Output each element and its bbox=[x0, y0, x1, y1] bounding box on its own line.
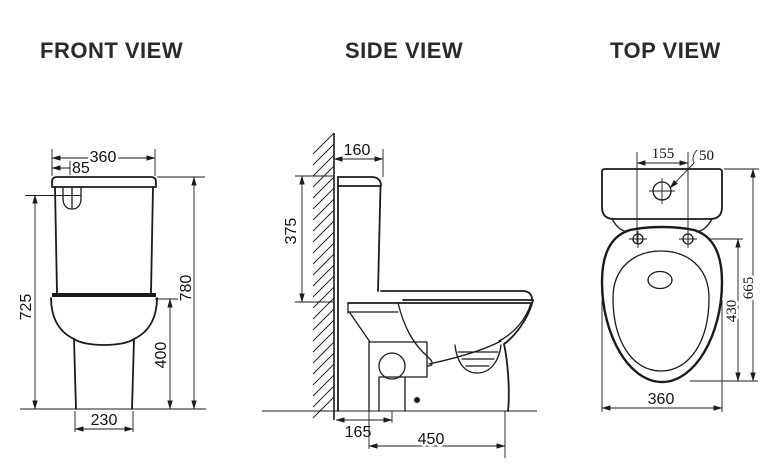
dim-side-base-depth: 450 bbox=[418, 431, 445, 448]
front-tank-body bbox=[54, 186, 154, 294]
dim-front-bowl-height: 400 bbox=[153, 342, 170, 369]
side-wall bbox=[312, 132, 335, 420]
side-trap-water bbox=[454, 344, 502, 374]
front-view-drawing: 360 85 725 780 400 230 bbox=[18, 147, 206, 432]
top-flush-button-crosshair bbox=[649, 178, 675, 204]
top-dimension-lines bbox=[601, 149, 759, 412]
dim-side-outlet-setout: 165 bbox=[345, 424, 372, 441]
top-button-leader-line bbox=[669, 149, 698, 189]
dim-front-height-725: 725 bbox=[18, 294, 35, 321]
dim-top-seat-length: 430 bbox=[724, 300, 740, 323]
top-view-title: TOP VIEW bbox=[610, 38, 721, 63]
side-outlet-pipe-circle bbox=[378, 352, 406, 380]
top-tank bbox=[601, 168, 723, 220]
side-ext-lines bbox=[295, 149, 506, 458]
top-seat-inner bbox=[612, 250, 710, 372]
side-view-drawing: 160 375 165 450 bbox=[262, 132, 537, 458]
dim-side-tank-depth: 160 bbox=[344, 142, 371, 159]
side-bowl-back-detail bbox=[347, 302, 399, 343]
side-tank bbox=[337, 176, 382, 292]
front-dimension-lines bbox=[20, 149, 206, 432]
side-bowl-front-inner bbox=[498, 302, 532, 342]
side-bolt-dot bbox=[414, 397, 420, 403]
side-dimension-lines bbox=[262, 149, 537, 458]
dim-top-button-diameter: 50 bbox=[699, 148, 714, 164]
front-flush-button bbox=[62, 187, 82, 210]
front-pedestal bbox=[73, 338, 135, 410]
front-toilet-outline bbox=[50, 176, 158, 410]
front-tank-lid bbox=[51, 176, 157, 188]
top-ext-lines bbox=[601, 152, 759, 412]
dim-side-tank-height: 375 bbox=[283, 218, 300, 245]
dim-front-base-width: 230 bbox=[91, 412, 118, 429]
side-bowl-front bbox=[503, 299, 534, 412]
top-seat-outer bbox=[600, 225, 724, 384]
dim-top-overall-depth: 665 bbox=[741, 277, 757, 300]
dim-front-height-780: 780 bbox=[178, 275, 195, 302]
top-hinge-bolts bbox=[629, 231, 697, 248]
dim-front-tank-width: 360 bbox=[90, 149, 117, 166]
dim-top-hinge-centres: 155 bbox=[652, 146, 675, 162]
dim-top-overall-width: 360 bbox=[648, 391, 675, 408]
side-outlet-box bbox=[369, 341, 428, 412]
front-bowl bbox=[50, 297, 158, 346]
top-view-drawing: 155 50 665 430 360 bbox=[600, 146, 760, 412]
side-toilet-outline bbox=[337, 176, 534, 412]
top-hinge-arm-flares bbox=[611, 218, 713, 233]
side-seat-slab bbox=[380, 290, 533, 301]
front-view-title: FRONT VIEW bbox=[40, 38, 184, 63]
top-flush-button-cross bbox=[649, 178, 675, 204]
top-toilet-outline bbox=[600, 168, 724, 384]
front-ext-lines bbox=[25, 149, 205, 432]
top-hinge-bolt-crosses bbox=[629, 231, 697, 248]
side-view-title: SIDE VIEW bbox=[345, 38, 464, 63]
side-bowl-interior bbox=[397, 302, 502, 367]
top-lid-button-oval bbox=[647, 270, 673, 290]
wall-hatching bbox=[312, 132, 335, 419]
dim-front-button-offset: 85 bbox=[72, 160, 90, 177]
